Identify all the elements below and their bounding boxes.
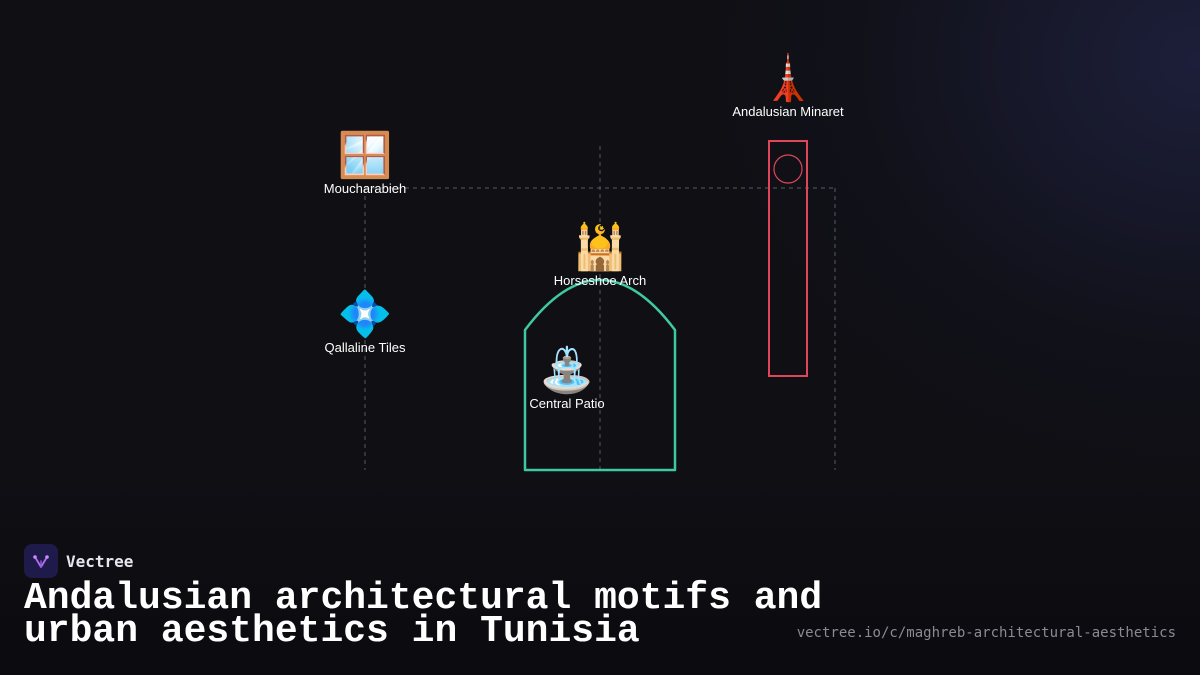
node-label: Qallaline Tiles xyxy=(324,340,406,355)
node-label: Horseshoe Arch xyxy=(553,273,647,288)
window-icon: 🪟 xyxy=(337,130,393,181)
node-qallaline-tiles: 💠 Qallaline Tiles xyxy=(325,292,406,356)
diamond-tile-icon: 💠 xyxy=(337,289,393,340)
node-moucharabieh: 🪟 Moucharabieh xyxy=(324,133,406,197)
arch-outline xyxy=(523,278,677,472)
brand-name: Vectree xyxy=(66,551,134,571)
node-central-patio: ⛲ Central Patio xyxy=(529,348,604,412)
vectree-logo-icon xyxy=(24,544,58,578)
node-label: Moucharabieh xyxy=(323,181,407,196)
source-url[interactable]: vectree.io/c/maghreb-architectural-aesth… xyxy=(796,625,1176,641)
node-horseshoe-arch: 🕌 Horseshoe Arch xyxy=(554,225,647,289)
fountain-icon: ⛲ xyxy=(539,345,595,396)
tower-icon: 🗼 xyxy=(760,53,816,104)
node-label: Central Patio xyxy=(529,396,605,411)
mosque-icon: 🕌 xyxy=(572,222,628,273)
node-label: Andalusian Minaret xyxy=(732,104,844,119)
minaret-window-outline xyxy=(773,154,803,184)
brand: Vectree xyxy=(24,544,133,578)
minaret-outline xyxy=(768,140,808,377)
page-title: Andalusian architectural motifs and urba… xyxy=(24,577,823,653)
node-andalusian-minaret: 🗼 Andalusian Minaret xyxy=(732,56,843,120)
